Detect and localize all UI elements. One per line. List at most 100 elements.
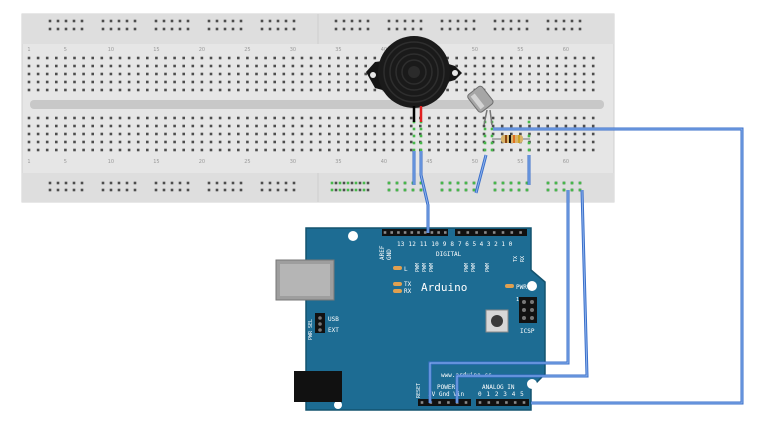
breadboard-hole (346, 56, 349, 60)
breadboard-hole (546, 72, 549, 76)
breadboard-hole (409, 140, 413, 144)
breadboard-hole (455, 56, 458, 60)
breadboard-hole (155, 148, 158, 152)
breadboard-hole (528, 124, 531, 128)
breadboard-hole (136, 148, 140, 152)
breadboard-hole (164, 148, 167, 152)
breadboard-hole (218, 148, 222, 152)
breadboard-hole (491, 132, 495, 136)
breadboard-hole (164, 116, 167, 120)
breadboard-hole (582, 148, 586, 152)
breadboard-hole (155, 80, 158, 84)
breadboard-hole (328, 72, 331, 76)
piezo-buzzer (366, 36, 462, 122)
breadboard-hole (45, 72, 49, 76)
breadboard-hole (173, 140, 176, 144)
breadboard-hole (350, 19, 354, 23)
breadboard-hole (519, 124, 522, 128)
breadboard-hole (91, 56, 94, 60)
breadboard-hole (209, 140, 213, 144)
breadboard-hole (291, 56, 295, 60)
led-pwr-label: PWR (516, 284, 527, 291)
breadboard-hole (517, 19, 521, 23)
breadboard-hole (178, 188, 182, 192)
breadboard-hole (591, 72, 595, 76)
active-hole (411, 188, 415, 192)
breadboard-hole (328, 80, 331, 84)
active-hole (493, 181, 497, 185)
breadboard-hole (411, 27, 415, 31)
active-hole (395, 188, 399, 192)
breadboard-hole (73, 132, 76, 136)
breadboard-hole (328, 132, 331, 136)
icsp-pin1-label: 1 (516, 297, 519, 303)
breadboard-hole (473, 64, 477, 68)
breadboard-hole (582, 64, 586, 68)
breadboard-hole (64, 188, 68, 192)
breadboard-hole (528, 80, 531, 84)
breadboard-hole (273, 132, 276, 136)
breadboard-hole (154, 188, 158, 192)
active-hole (527, 141, 531, 145)
active-hole (362, 188, 366, 192)
breadboard-hole (464, 72, 468, 76)
led-tx (393, 282, 402, 286)
breadboard-hole (237, 64, 240, 68)
breadboard-hole (82, 88, 85, 92)
active-hole (412, 141, 416, 145)
breadboard-hole (173, 72, 176, 76)
breadboard-hole (342, 27, 346, 31)
breadboard-hole (100, 64, 104, 68)
header-pin (519, 231, 522, 234)
active-hole (554, 188, 558, 192)
breadboard-hole (273, 56, 276, 60)
breadboard-hole (546, 88, 549, 92)
breadboard-hole (200, 116, 204, 120)
breadboard-hole (591, 116, 595, 120)
breadboard-hole (64, 148, 67, 152)
breadboard-hole (582, 132, 586, 136)
breadboard-column-number: 25 (244, 159, 250, 165)
breadboard-hole (346, 148, 349, 152)
header-pin (492, 231, 496, 234)
breadboard-hole (191, 132, 195, 136)
breadboard-hole (80, 188, 84, 192)
wire-gnd (455, 189, 589, 403)
breadboard-hole (519, 64, 522, 68)
breadboard-hole (117, 181, 121, 185)
active-hole (546, 181, 550, 185)
active-hole (419, 141, 423, 145)
breadboard-hole (346, 140, 349, 144)
active-hole (346, 181, 350, 185)
breadboard-hole (82, 80, 85, 84)
breadboard-hole (437, 132, 440, 136)
breadboard-hole (564, 56, 568, 60)
header-pin (417, 231, 420, 234)
breadboard-hole (282, 148, 286, 152)
breadboard-hole (419, 19, 423, 23)
breadboard-hole (155, 124, 158, 128)
breadboard-hole (27, 124, 31, 128)
header-pin (496, 401, 499, 404)
breadboard-hole (127, 64, 131, 68)
breadboard-hole (284, 19, 288, 23)
breadboard-hole (125, 19, 129, 23)
active-hole (517, 188, 521, 192)
breadboard-hole (215, 19, 219, 23)
breadboard-hole (519, 116, 522, 120)
breadboard-hole (82, 140, 85, 144)
breadboard-hole (182, 148, 185, 152)
breadboard-hole (127, 80, 131, 84)
breadboard-hole (292, 188, 296, 192)
breadboard-hole (191, 140, 195, 144)
breadboard-hole (300, 72, 304, 76)
breadboard-column-number: 60 (563, 159, 569, 165)
breadboard-hole (182, 56, 185, 60)
breadboard-hole (136, 124, 140, 128)
breadboard-hole (564, 132, 568, 136)
breadboard-hole (64, 27, 68, 31)
breadboard-hole (346, 124, 349, 128)
breadboard-hole (500, 116, 504, 120)
breadboard-hole (482, 124, 486, 128)
breadboard-hole (182, 140, 185, 144)
